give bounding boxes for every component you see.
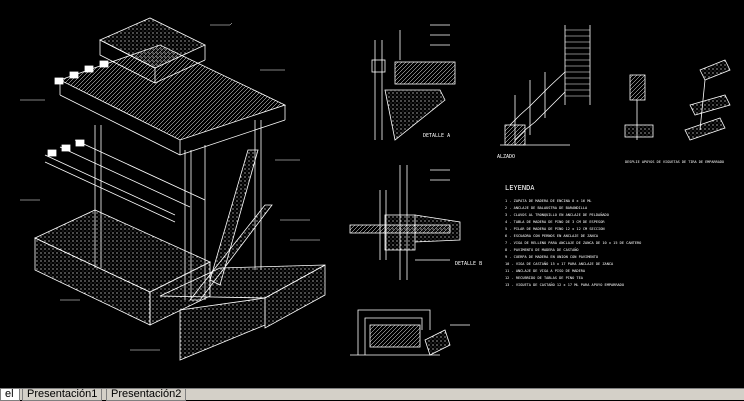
- detail-b-drawing: [349, 165, 461, 280]
- label-detalle-a: DETALLE A: [423, 133, 450, 139]
- legend-item: 13 - VIGUETA DE CASTAÑO 12 x 17 ML PARA …: [505, 282, 624, 287]
- legend: LEYENDA 1 - ZAPATA DE MADERA DE ENCINA 8…: [505, 184, 641, 287]
- label-alzado: ALZADO: [497, 154, 515, 160]
- legend-title: LEYENDA: [505, 184, 535, 192]
- tab-presentacion1[interactable]: Presentación1: [22, 389, 102, 401]
- legend-item: 9 - CUERPA DE MADERA EN UNION CON PAVIME…: [505, 255, 598, 259]
- legend-item: 2 - ANCLAJE DE BALAUSTRA DE BARANDILLA: [505, 206, 588, 210]
- legend-item: 10 - VIGA DE CASTAÑO 15 x 17 PARA ANCLAJ…: [505, 261, 614, 266]
- tab-model[interactable]: el: [0, 389, 20, 401]
- layout-tab-bar: el Presentación1 Presentación2: [0, 388, 744, 401]
- legend-item: 3 - CLAVOS AL TRONQUILLO EN ANCLAJE DE P…: [505, 212, 609, 217]
- legend-item: 5 - PILAR DE MADERA DE PINO 12 x 12 CM S…: [505, 227, 605, 231]
- cad-drawing: DETALLE A ALZADO DESPLIE APOYOS DE VIGUE…: [20, 17, 731, 361]
- legend-item: 1 - ZAPATA DE MADERA DE ENCINA 8 x 16 ML: [505, 199, 592, 203]
- legend-item: 8 - PAVIMENTO DE MADERA DE CASTAÑO: [505, 247, 579, 252]
- detail-a-drawing: [371, 24, 456, 141]
- legend-item: 4 - TABLA DE MADERA DE PINO DE 3 CM DE E…: [505, 220, 605, 224]
- legend-item: 7 - VIGA DE RELLENO PARA ANCLAJE DE ZANC…: [505, 241, 641, 245]
- tab-presentacion2[interactable]: Presentación2: [106, 389, 186, 401]
- support-details-drawing: [624, 59, 731, 141]
- legend-item: 12 - RECUBRIDO DE TABLAS DE PINO TEA: [505, 276, 584, 280]
- label-apoyo-note: DESPLIE APOYOS DE VIGUETAS DE TIRA DE EM…: [625, 160, 724, 164]
- drawing-canvas[interactable]: DETALLE A ALZADO DESPLIE APOYOS DE VIGUE…: [0, 0, 744, 388]
- legend-item: 6 - ESCUADRA CON PERNOS EN ANCLAJE DE ZA…: [505, 234, 599, 238]
- isometric-structure: [20, 17, 326, 361]
- legend-item: 11 - ANCLAJE DE VIGA A PISO DE MADERA: [505, 269, 586, 273]
- bottom-detail-drawing: [350, 309, 470, 356]
- label-detalle-b: DETALLE B: [455, 261, 482, 267]
- elevation-stair-drawing: [500, 25, 591, 146]
